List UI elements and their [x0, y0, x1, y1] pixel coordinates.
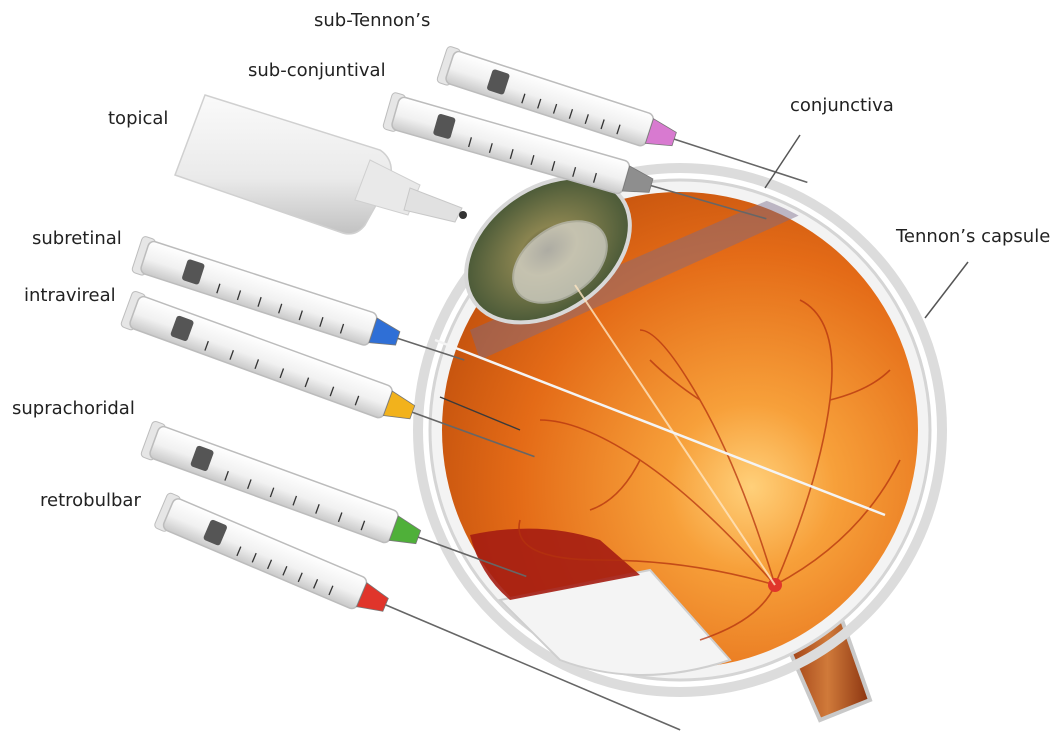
eyeball	[418, 148, 942, 720]
label-subretinal: subretinal	[32, 230, 122, 248]
tennons-capsule-leader	[925, 262, 968, 318]
label-sub-tennons: sub-Tennon’s	[314, 12, 430, 30]
label-conjunctiva: conjunctiva	[790, 97, 894, 115]
label-tennons-capsule: Tennon’s capsule	[896, 228, 1050, 246]
label-retrobulbar: retrobulbar	[40, 492, 141, 510]
label-topical: topical	[108, 110, 168, 128]
dropper-tip	[459, 211, 467, 219]
label-intravireal: intravireal	[24, 287, 116, 305]
label-sub-conjuntival: sub-conjuntival	[248, 62, 386, 80]
conjunctiva-leader	[765, 135, 800, 188]
label-suprachoridal: suprachoridal	[12, 400, 135, 418]
